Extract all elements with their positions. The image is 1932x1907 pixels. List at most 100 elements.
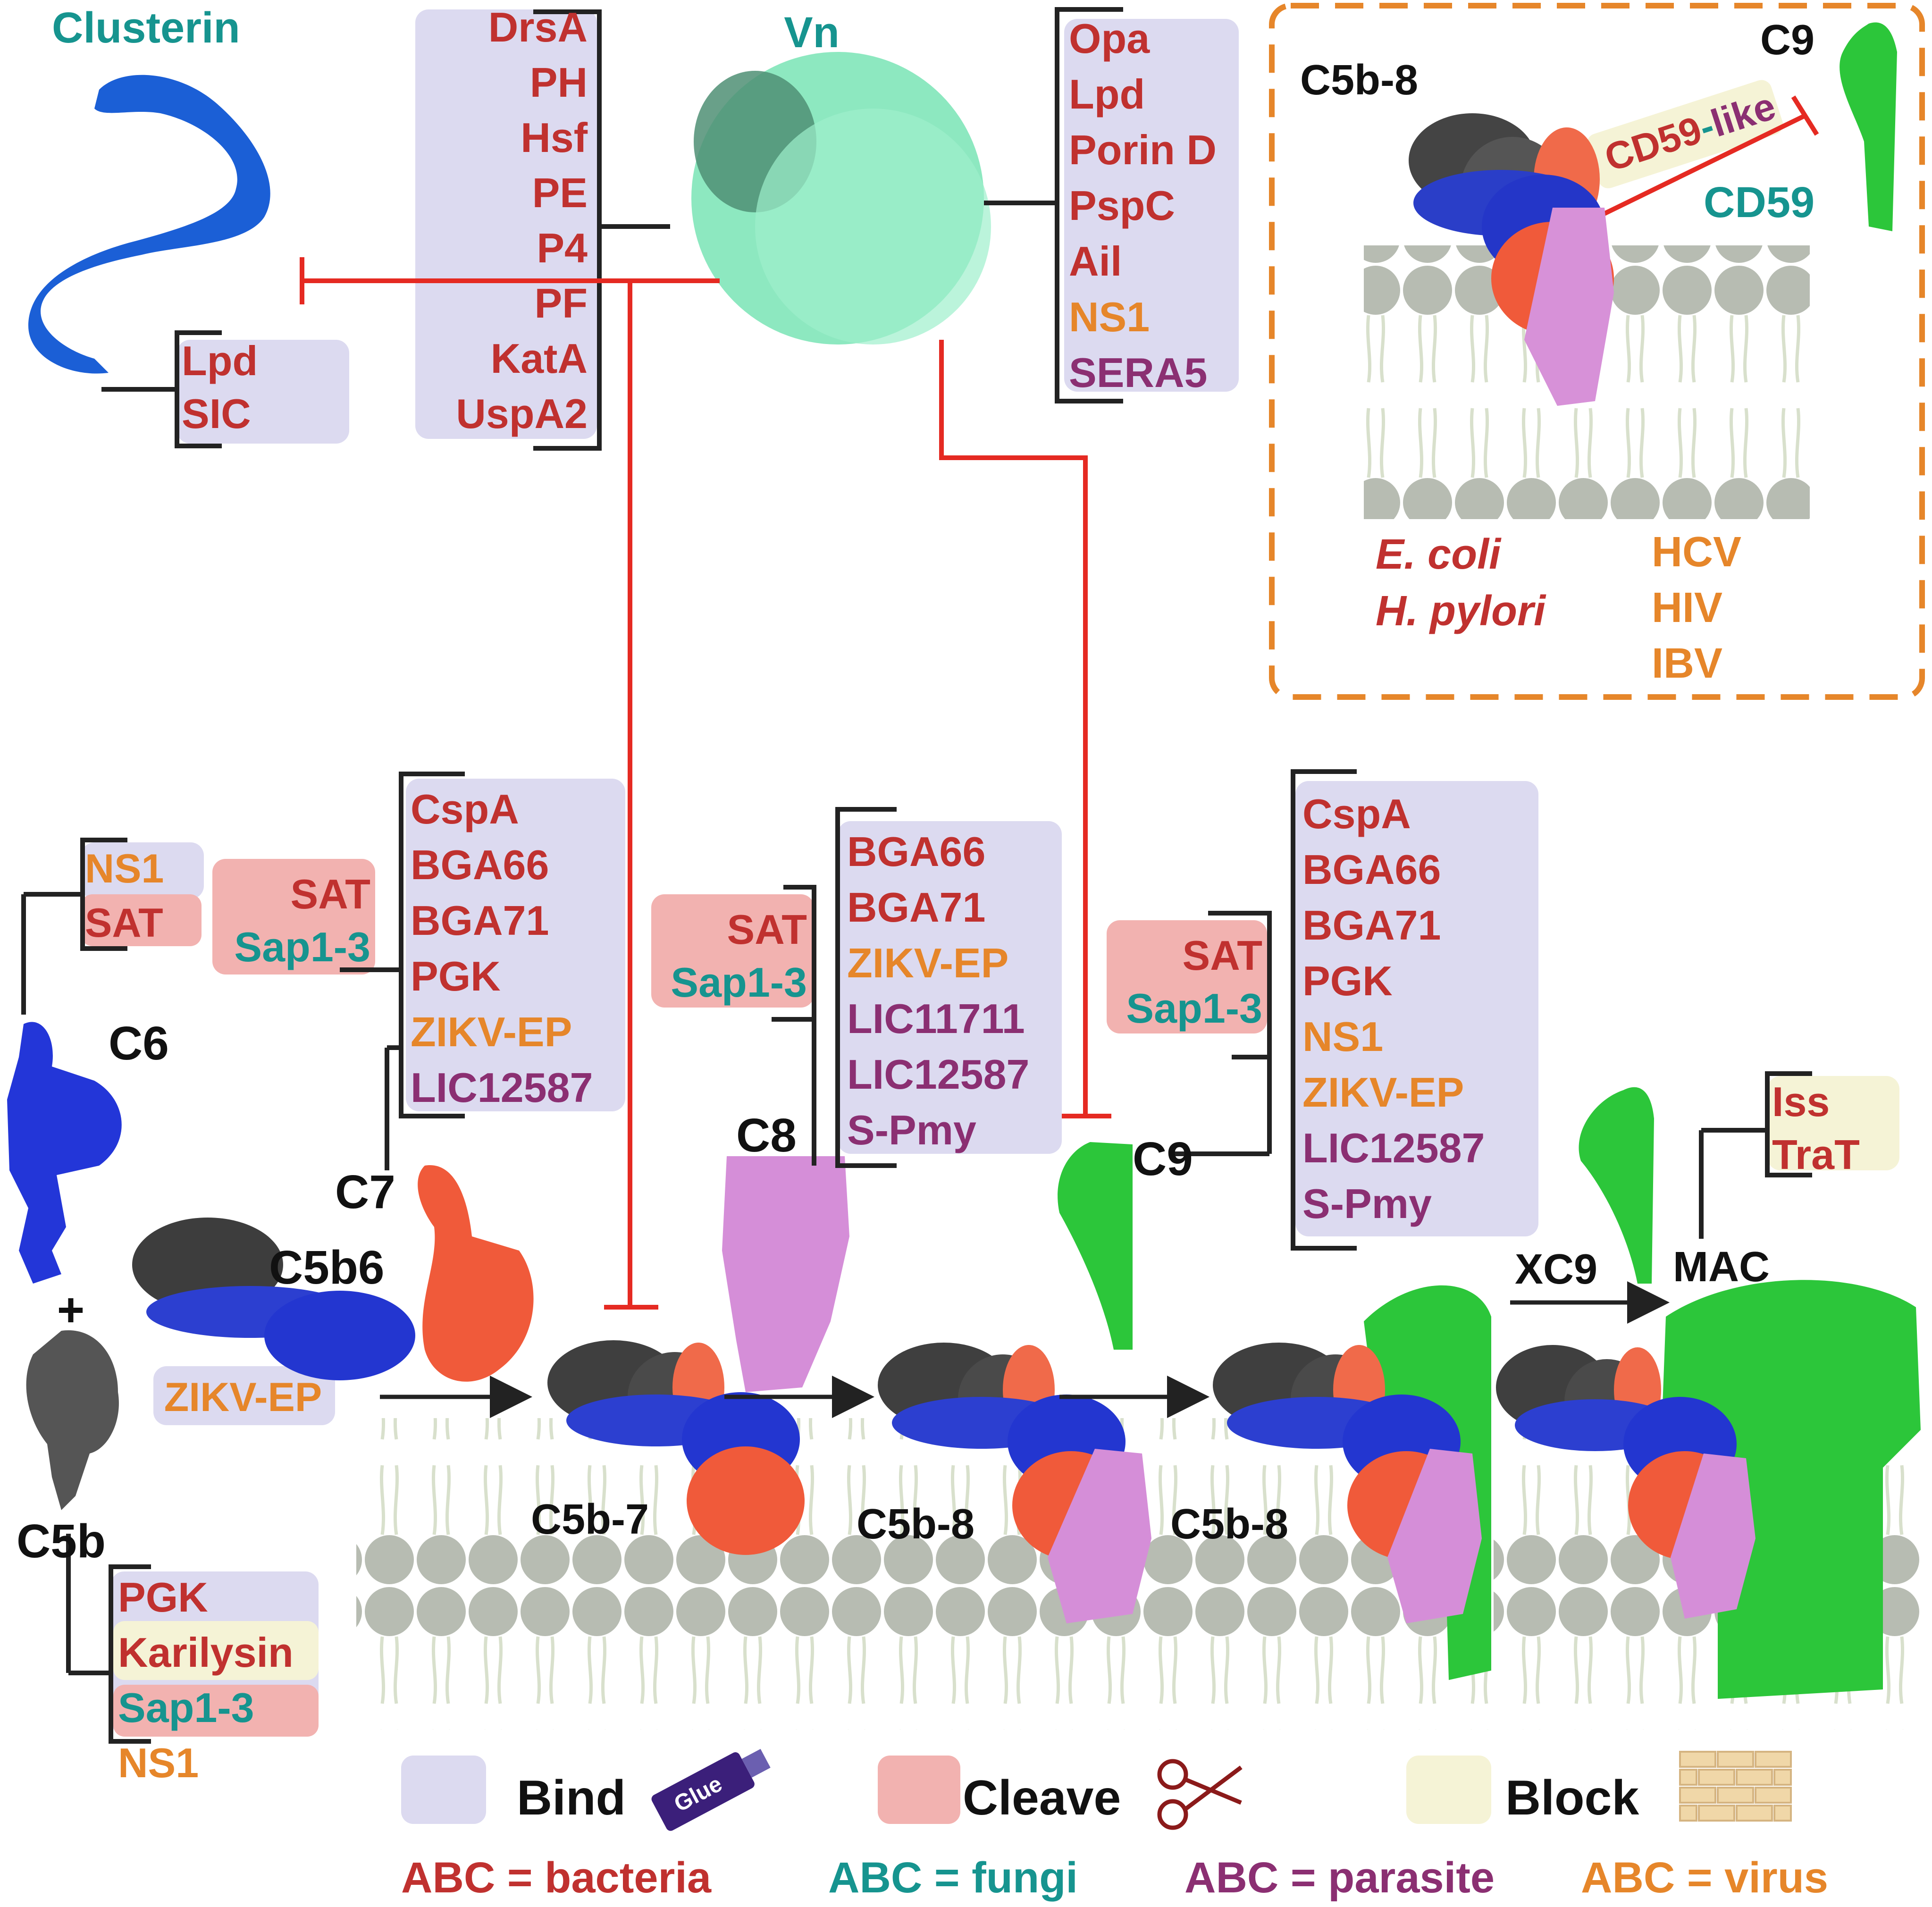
legend-block-swatch xyxy=(1406,1756,1491,1824)
inset-virus-name: HIV xyxy=(1652,584,1722,631)
scissors-icon xyxy=(1157,1759,1243,1830)
c7-bind-item: BGA71 xyxy=(411,897,549,944)
c6-cleave-item: SAT xyxy=(85,900,163,946)
inset-c5b8-complex xyxy=(1409,113,1614,406)
xc9-shape xyxy=(1579,1087,1654,1284)
c6-shape xyxy=(7,1022,122,1284)
legend-cleave-label: Cleave xyxy=(963,1771,1121,1825)
c8-bind-item: ZIKV-EP xyxy=(847,940,1008,986)
vn-left-binder-item: DrsA xyxy=(488,4,588,50)
vn-right-binder-item: SERA5 xyxy=(1069,349,1207,396)
c8-bind-item: S-Pmy xyxy=(847,1107,976,1153)
inset-virus-name: HCV xyxy=(1652,529,1741,576)
inset-bacteria-name: H. pylori xyxy=(1376,588,1546,635)
cd59-inhibition-bar xyxy=(1791,95,1819,136)
c6-bind-item: NS1 xyxy=(85,846,164,891)
block-boxes xyxy=(113,1076,1899,1680)
inset-cd59-label: CD59 xyxy=(1704,178,1814,227)
c7-cleave-item: SAT xyxy=(291,871,370,917)
c9-bind-item: PGK xyxy=(1302,958,1393,1004)
c5b6-shape xyxy=(132,1218,415,1380)
mac-label: MAC xyxy=(1673,1243,1770,1291)
vn-left-binder-item: KatA xyxy=(491,335,588,382)
c5b7-label: C5b-7 xyxy=(531,1496,649,1543)
mac-block-item: TraT xyxy=(1772,1131,1860,1178)
clusterin-binder-item: SIC xyxy=(182,390,251,437)
c5b6-label: C5b6 xyxy=(269,1241,385,1294)
legend-key-virus: ABC = virus xyxy=(1581,1854,1828,1902)
c8-cleave-item: SAT xyxy=(727,906,807,953)
vn-right-bind-box xyxy=(1064,19,1239,392)
clusterin-binder-item: Lpd xyxy=(182,337,258,384)
c9-bind-item: ZIKV-EP xyxy=(1302,1069,1464,1116)
vn-label: Vn xyxy=(784,8,840,57)
vn-left-binder-item: PE xyxy=(532,169,588,216)
connectors xyxy=(21,7,1812,1744)
c5b8-first-label: C5b-8 xyxy=(857,1501,974,1548)
mac-shape xyxy=(1496,1280,1921,1699)
inset-bacteria-name: E. coli xyxy=(1376,531,1502,578)
c5b-label: C5b xyxy=(17,1515,106,1568)
c6-label: C6 xyxy=(109,1017,169,1070)
c7-label: C7 xyxy=(335,1166,395,1218)
vn-left-binder-item: Hsf xyxy=(521,114,588,161)
pathway-arrows xyxy=(380,1281,1670,1418)
c7-cleave-box xyxy=(212,859,375,975)
vn-right-binder-item: NS1 xyxy=(1069,294,1150,340)
inset-c9-label: C9 xyxy=(1760,17,1814,64)
c5b-block-box xyxy=(113,1621,319,1680)
vn-right-binder-item: Lpd xyxy=(1069,71,1145,118)
c9-free-shape xyxy=(1058,1142,1133,1350)
legend-key-fungi: ABC = fungi xyxy=(828,1854,1078,1902)
legend: Glue xyxy=(401,1749,1792,1831)
cd59-inhibition-line xyxy=(1601,113,1806,217)
c8-label: C8 xyxy=(736,1109,797,1162)
c5b8-second-label: C5b-8 xyxy=(1170,1501,1288,1548)
legend-bind-label: Bind xyxy=(517,1771,626,1825)
c9-bind-box xyxy=(1295,781,1538,1236)
c7-bind-item: BGA66 xyxy=(411,841,549,888)
c8-bind-item: BGA71 xyxy=(847,884,985,931)
inset-c9-shape xyxy=(1840,22,1897,231)
c9-cleave-box xyxy=(1107,920,1267,1033)
cleave-boxes xyxy=(81,859,1267,1737)
c8-shape xyxy=(722,1156,849,1392)
c9-bind-item: BGA66 xyxy=(1302,846,1441,893)
legend-key-parasite: ABC = parasite xyxy=(1184,1854,1495,1902)
c7-cleave-item: Sap1-3 xyxy=(234,924,370,970)
legend-bind-swatch xyxy=(401,1756,486,1824)
c5b-cleave-box xyxy=(113,1685,319,1737)
mac-block-box xyxy=(1767,1076,1899,1170)
legend-key-bacteria: ABC = bacteria xyxy=(401,1854,712,1902)
clusterin-bind-box xyxy=(177,340,349,444)
c8-bind-item: LIC11711 xyxy=(847,995,1025,1042)
c6-bind-box xyxy=(81,842,204,899)
c7-bind-item: CspA xyxy=(411,786,519,832)
c9-label: C9 xyxy=(1133,1133,1193,1185)
vn-right-binder-item: Porin D xyxy=(1069,126,1217,173)
c9-bind-item: NS1 xyxy=(1302,1013,1383,1060)
c5b-modulator-block: Karilysin xyxy=(118,1629,294,1676)
vn-left-binder-item: P4 xyxy=(537,225,588,271)
vn-left-binder-item: PH xyxy=(530,59,588,106)
clusterin-shape xyxy=(28,75,270,374)
c7-bind-item: ZIKV-EP xyxy=(411,1008,572,1055)
c8-bind-box xyxy=(838,821,1062,1154)
legend-cleave-swatch xyxy=(878,1756,960,1824)
vn-left-binder-item: UspA2 xyxy=(456,390,588,437)
vn-right-binder-item: Ail xyxy=(1069,238,1122,285)
c5b6-bind-box xyxy=(153,1366,335,1425)
brick-wall-icon xyxy=(1679,1751,1792,1822)
c8-bind-item: LIC12587 xyxy=(847,1051,1029,1098)
c8-bind-item: BGA66 xyxy=(847,828,985,875)
clusterin-label: Clusterin xyxy=(52,4,240,52)
plus-label: + xyxy=(57,1284,84,1336)
inhibition-lines xyxy=(300,257,1111,1310)
c7-bind-box xyxy=(406,779,625,1111)
c6-cleave-box xyxy=(81,894,202,946)
c5b7-shape xyxy=(547,1340,805,1555)
inset-c5b8-label: C5b-8 xyxy=(1300,57,1418,104)
c8-cleave-box xyxy=(651,894,814,1008)
c7-shape xyxy=(418,1165,534,1382)
